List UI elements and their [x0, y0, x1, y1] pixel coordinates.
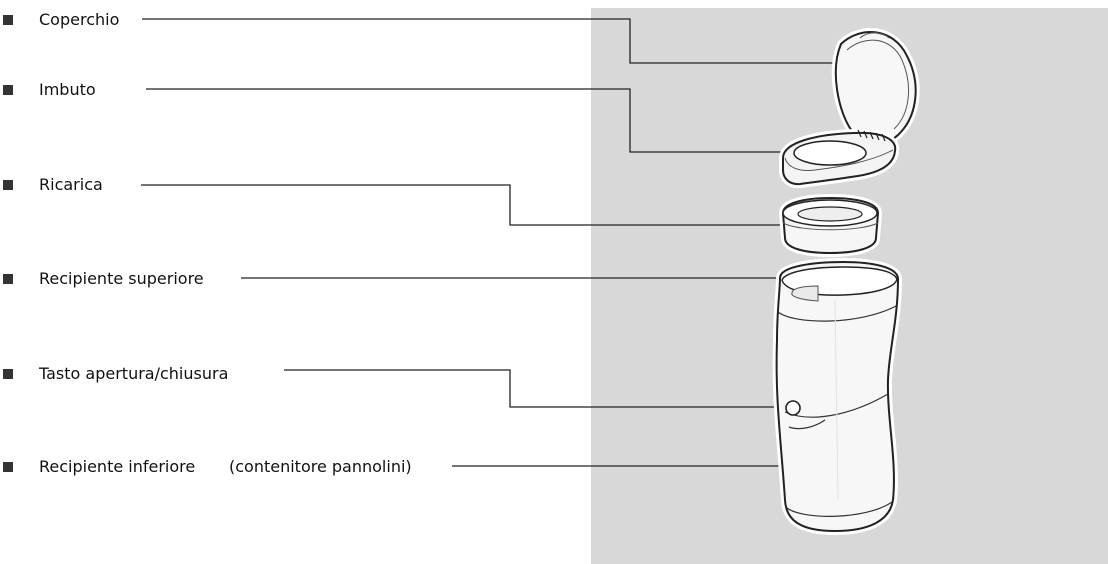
bullet-icon [3, 369, 13, 379]
hinge-marks [857, 129, 886, 142]
leader-line-tasto [284, 369, 787, 408]
label-imbuto: Imbuto [39, 80, 96, 99]
leader-line-coperchio [142, 18, 858, 64]
funnel-drawing [779, 128, 900, 189]
label-tasto: Tasto apertura/chiusura [39, 364, 229, 383]
bullet-icon [3, 85, 13, 95]
bullet-icon [3, 462, 13, 472]
release-button-icon [785, 400, 801, 416]
leader-line-ricarica [141, 184, 807, 226]
label-coperchio: Coperchio [39, 10, 120, 29]
leader-line-imbuto [146, 88, 802, 153]
label-ricarica: Ricarica [39, 175, 103, 194]
label-recipiente-inferiore: Recipiente inferiore [39, 457, 196, 476]
lid-drawing [831, 28, 920, 148]
label-recipiente-superiore: Recipiente superiore [39, 269, 204, 288]
label-note-contenitore: (contenitore pannolini) [229, 457, 412, 476]
container-drawing [772, 258, 902, 535]
bullet-icon [3, 180, 13, 190]
bullet-icon [3, 274, 13, 284]
refill-drawing [779, 194, 882, 257]
leader-lines [141, 18, 858, 467]
bullet-icon [3, 15, 13, 25]
